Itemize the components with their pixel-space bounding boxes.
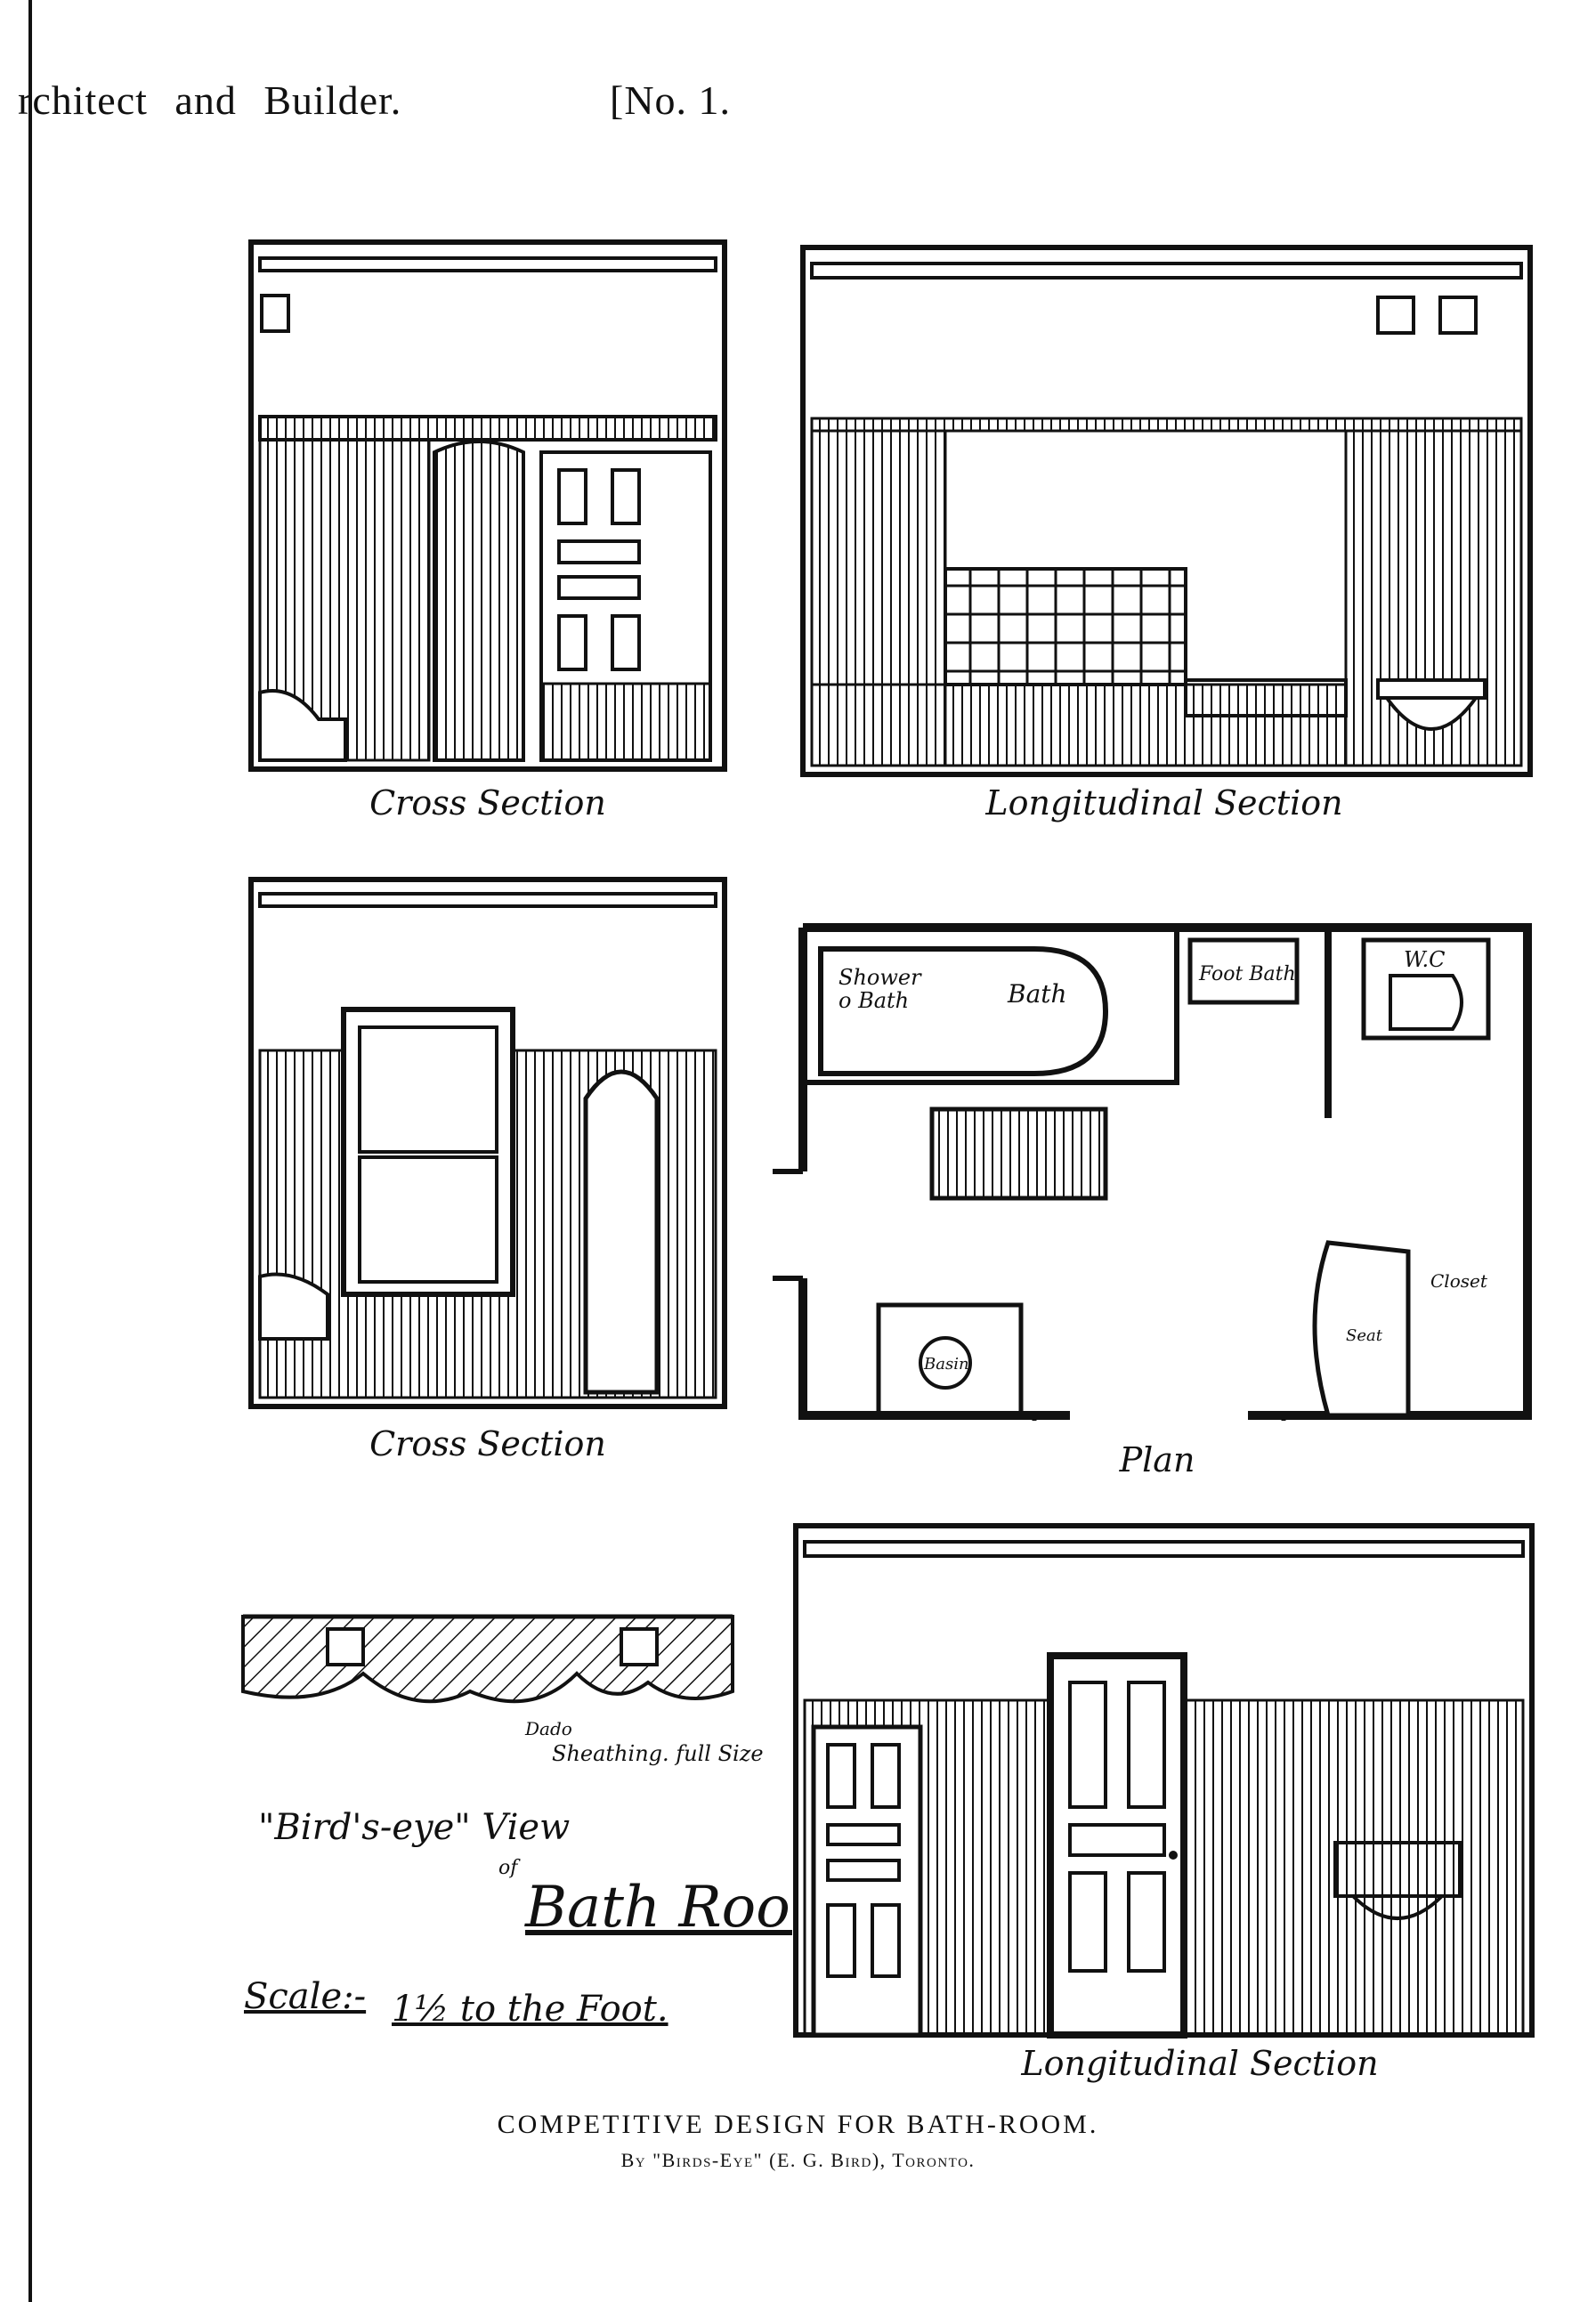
plan-label-wc: W.C: [1404, 947, 1445, 972]
plan-label: Plan: [1119, 1440, 1195, 1479]
cross-section-label-1: Cross Section: [369, 783, 606, 823]
plan-label-basin: Basin: [923, 1355, 969, 1374]
journal-name-part-1: rchitect: [18, 77, 148, 123]
cross-section-drawing-1: [247, 239, 728, 773]
plan-label-closet: Closet: [1430, 1270, 1488, 1292]
longitudinal-section-label-1: Longitudinal Section: [985, 783, 1343, 823]
dado-sheathing-detail: [239, 1611, 737, 1727]
journal-name-part-3: Builder.: [263, 77, 402, 123]
longitudinal-section-drawing-2: [792, 1522, 1535, 2039]
plate-caption-byline: By "Birds-Eye" (E. G. Bird), Toronto.: [620, 2149, 976, 2171]
plan-label-shower: Shower: [839, 965, 922, 990]
journal-header: rchitect and Builder. [No. 1.: [18, 77, 730, 124]
cross-section-label-2: Cross Section: [369, 1424, 606, 1463]
plan-drawing: Shower o Bath Bath Foot Bath W.C Basin S…: [767, 922, 1533, 1421]
view-title-line-2: Bath Room: [525, 1875, 845, 1941]
view-title-of: of: [498, 1857, 518, 1879]
plan-label-shower-bath: o Bath: [839, 988, 909, 1013]
dado-label: Dado: [525, 1718, 572, 1739]
cross-section-drawing-2: [247, 876, 728, 1410]
sheathing-label: Sheathing. full Size: [552, 1741, 764, 1766]
longitudinal-section-label-2: Longitudinal Section: [1021, 2044, 1379, 2083]
plan-label-foot-bath: Foot Bath: [1198, 963, 1296, 985]
longitudinal-section-drawing-1: [799, 244, 1534, 778]
scale-value: 1½ to the Foot.: [392, 1989, 668, 2030]
issue-number: [No. 1.: [610, 77, 732, 123]
plan-label-bath: Bath: [1007, 979, 1067, 1009]
plan-label-seat: Seat: [1346, 1326, 1383, 1345]
scale-label: Scale:-: [244, 1976, 367, 2017]
plate-caption-title: COMPETITIVE DESIGN FOR BATH-ROOM.: [497, 2110, 1099, 2139]
page-binding-edge: [28, 0, 32, 2302]
view-title-line-1: "Bird's-eye" View: [258, 1807, 571, 1848]
journal-name-part-2: and: [174, 77, 237, 123]
